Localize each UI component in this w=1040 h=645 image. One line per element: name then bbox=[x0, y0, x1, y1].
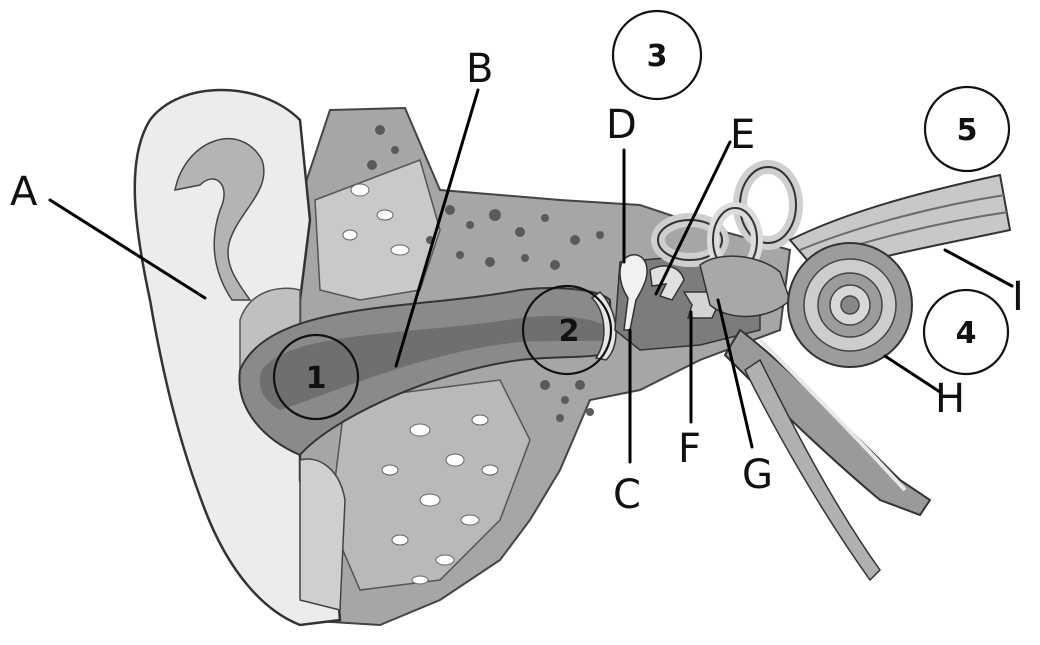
leader-h bbox=[885, 356, 940, 392]
lobe-fold bbox=[300, 459, 345, 610]
marker-3-number: 3 bbox=[647, 39, 668, 74]
marker-4: 4 bbox=[924, 290, 1008, 374]
label-i: I bbox=[1012, 274, 1024, 320]
label-f: F bbox=[678, 426, 701, 472]
label-g: G bbox=[742, 452, 773, 498]
label-b: B bbox=[466, 46, 493, 92]
label-d: D bbox=[606, 102, 637, 148]
marker-5: 5 bbox=[925, 87, 1009, 171]
cochlea bbox=[788, 243, 912, 367]
marker-4-number: 4 bbox=[956, 316, 977, 351]
label-a: A bbox=[10, 169, 38, 215]
ear-artwork bbox=[135, 90, 1010, 625]
label-h: H bbox=[935, 376, 965, 422]
marker-2-number: 2 bbox=[559, 314, 580, 349]
marker-5-number: 5 bbox=[957, 113, 978, 148]
marker-3: 3 bbox=[613, 11, 701, 99]
marker-1-number: 1 bbox=[306, 361, 327, 396]
label-e: E bbox=[730, 112, 755, 158]
leader-i bbox=[945, 250, 1012, 286]
label-c: C bbox=[613, 472, 641, 518]
